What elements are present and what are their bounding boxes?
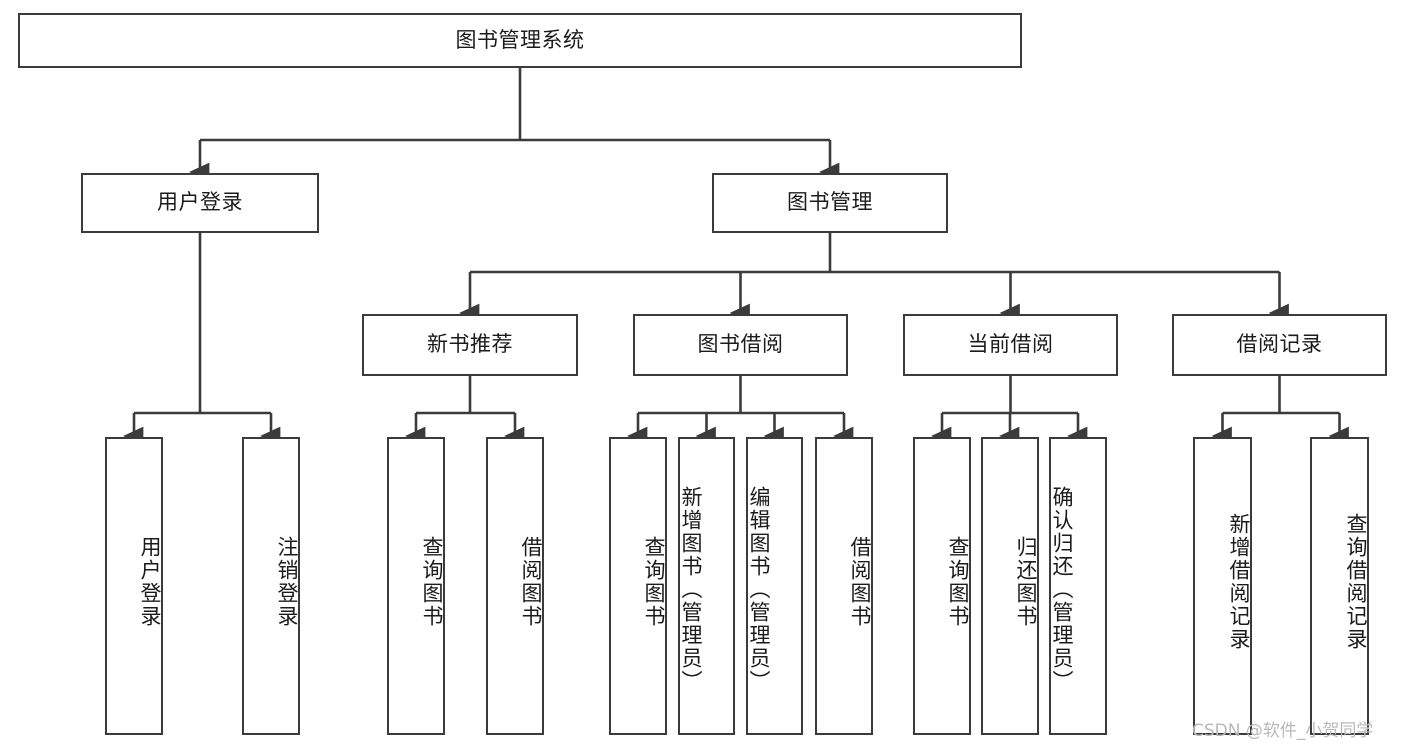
node-label-leaf-borrow-book-1: 借阅图书 <box>519 536 543 628</box>
node-label-leaf-query-book-1: 查询图书 <box>420 536 444 628</box>
node-leaf-add-book[interactable]: 新增图书（管理员） <box>678 437 735 735</box>
node-current-borrow[interactable]: 当前借阅 <box>903 314 1118 376</box>
node-label-borrow-record: 借阅记录 <box>1236 332 1323 357</box>
node-leaf-borrow-book-1[interactable]: 借阅图书 <box>486 437 544 735</box>
node-label-book-manage: 图书管理 <box>787 190 873 215</box>
node-user-login[interactable]: 用户登录 <box>81 173 319 233</box>
node-new-book-recommend[interactable]: 新书推荐 <box>362 314 578 376</box>
node-borrow-record[interactable]: 借阅记录 <box>1172 314 1387 376</box>
node-book-borrow[interactable]: 图书借阅 <box>633 314 848 376</box>
node-label-leaf-add-record: 新增借阅记录 <box>1227 513 1251 651</box>
node-label-root: 图书管理系统 <box>455 27 585 52</box>
node-leaf-borrow-book-2[interactable]: 借阅图书 <box>815 437 873 735</box>
node-label-leaf-user-login: 用户登录 <box>138 536 162 628</box>
node-label-leaf-borrow-book-2: 借阅图书 <box>848 536 872 628</box>
node-root[interactable]: 图书管理系统 <box>18 13 1022 68</box>
node-leaf-add-record[interactable]: 新增借阅记录 <box>1193 437 1252 735</box>
node-label-user-login: 用户登录 <box>157 190 243 215</box>
node-leaf-confirm-return[interactable]: 确认归还（管理员） <box>1049 437 1107 735</box>
node-leaf-user-login[interactable]: 用户登录 <box>105 437 163 735</box>
node-leaf-query-book-3[interactable]: 查询图书 <box>913 437 971 735</box>
node-label-leaf-query-book-3: 查询图书 <box>946 536 970 628</box>
node-leaf-edit-book[interactable]: 编辑图书（管理员） <box>746 437 803 735</box>
node-label-leaf-edit-book: 编辑图书（管理员） <box>747 485 772 693</box>
node-label-leaf-confirm-return: 确认归还（管理员） <box>1050 485 1075 693</box>
node-leaf-return-book[interactable]: 归还图书 <box>981 437 1039 735</box>
node-label-new-book-recommend: 新书推荐 <box>427 332 513 357</box>
node-leaf-query-book-1[interactable]: 查询图书 <box>387 437 445 735</box>
node-leaf-query-book-2[interactable]: 查询图书 <box>609 437 667 735</box>
node-label-leaf-query-book-2: 查询图书 <box>642 536 666 628</box>
node-book-manage[interactable]: 图书管理 <box>712 173 948 233</box>
node-leaf-query-record[interactable]: 查询借阅记录 <box>1310 437 1369 735</box>
node-label-leaf-logout: 注销登录 <box>275 536 299 628</box>
connector-layer <box>123 68 1349 446</box>
node-label-current-borrow: 当前借阅 <box>967 332 1054 357</box>
node-label-leaf-add-book: 新增图书（管理员） <box>679 485 704 693</box>
node-label-leaf-query-record: 查询借阅记录 <box>1344 513 1368 651</box>
node-leaf-logout[interactable]: 注销登录 <box>242 437 300 735</box>
node-label-leaf-return-book: 归还图书 <box>1014 536 1038 628</box>
node-label-book-borrow: 图书借阅 <box>697 332 784 357</box>
